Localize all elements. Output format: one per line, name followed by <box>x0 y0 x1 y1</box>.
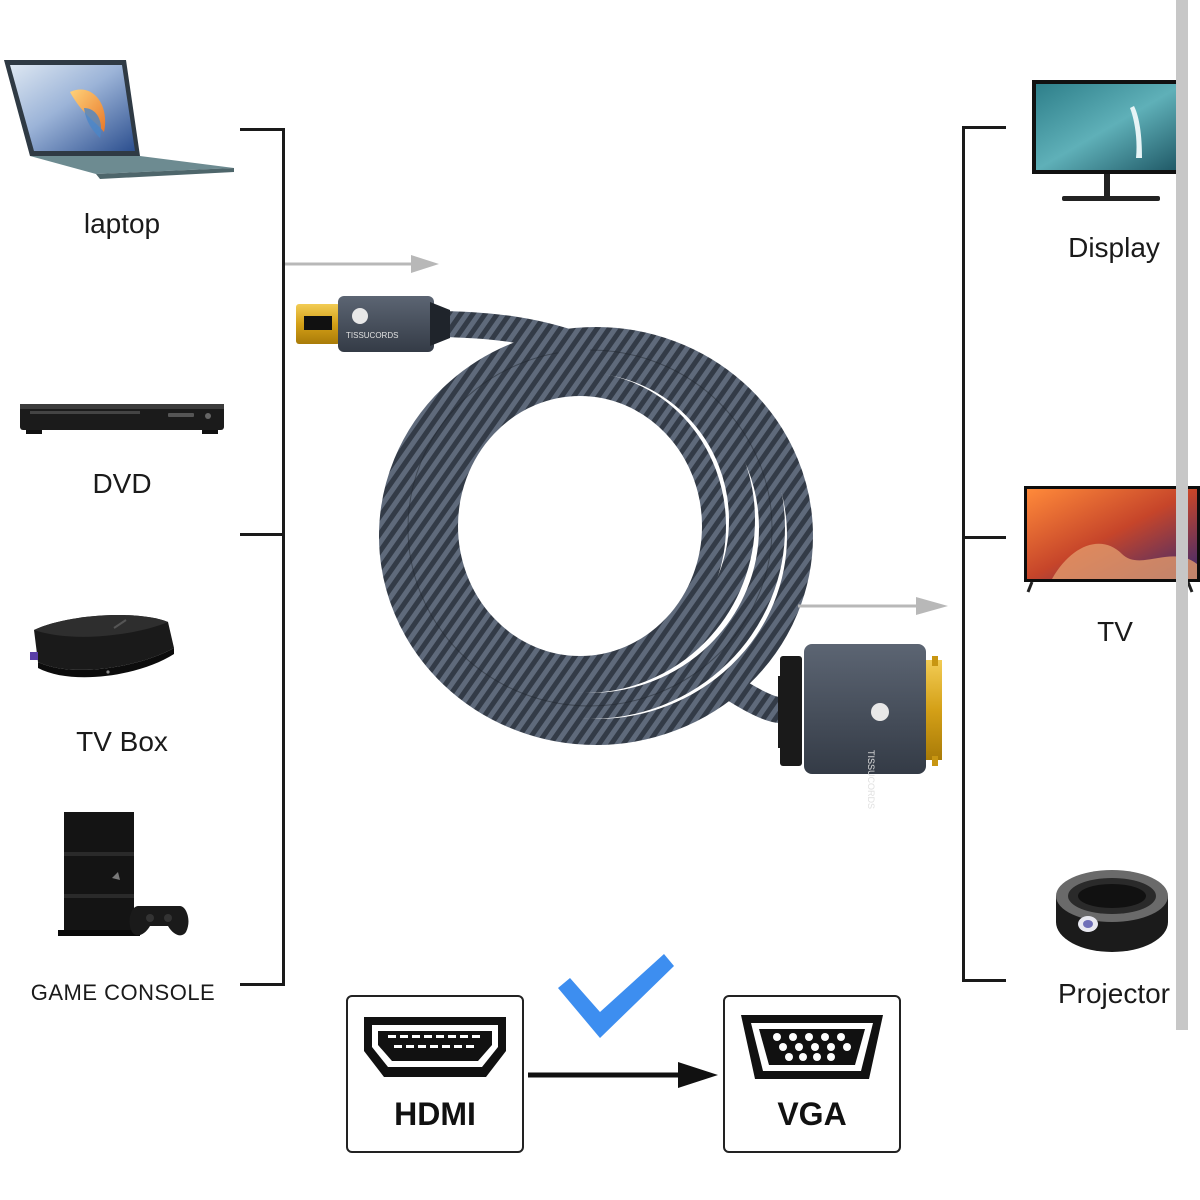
output-label-projector: Projector <box>1057 978 1171 1009</box>
cable-coil-icon: TISSUCORDS TISSUCORDS <box>296 296 942 809</box>
output-label-display: Display <box>1068 232 1160 263</box>
hdmi-label: HDMI <box>394 1096 476 1132</box>
source-bracket-tick-bottom <box>240 983 285 986</box>
arrow-right-icon <box>528 1062 718 1088</box>
hdmi-port-box: HDMI <box>346 995 524 1153</box>
page-edge-bar <box>1176 0 1188 1030</box>
game-console-icon <box>58 812 189 936</box>
output-bracket-tick-mid <box>962 536 1006 539</box>
output-bracket-vertical <box>962 126 965 982</box>
vga-label: VGA <box>777 1096 847 1132</box>
source-bracket-tick-mid <box>240 533 285 536</box>
hdmi-plug: TISSUCORDS <box>296 296 450 352</box>
projector-icon <box>1056 870 1168 952</box>
checkmark-icon <box>558 954 674 1038</box>
vga-port-box: VGA <box>723 995 901 1153</box>
input-arrow-icon <box>285 255 439 273</box>
vga-plug: TISSUCORDS <box>778 644 942 809</box>
tv-box-icon <box>30 615 174 678</box>
vga-connector-icon <box>741 1015 883 1079</box>
output-arrow-icon <box>798 597 948 615</box>
monitor-icon <box>1032 80 1188 201</box>
hdmi-connector-icon <box>364 1017 506 1077</box>
source-label-tvbox: TV Box <box>76 726 168 757</box>
source-bracket-vertical <box>282 128 285 986</box>
brand-text-hdmi: TISSUCORDS <box>346 331 398 340</box>
dvd-player-icon <box>20 404 224 434</box>
tv-icon <box>1024 486 1200 593</box>
output-bracket-tick-bottom <box>962 979 1006 982</box>
source-label-laptop: laptop <box>83 208 161 239</box>
laptop-icon <box>4 60 234 179</box>
source-bracket-tick-top <box>240 128 285 131</box>
brand-text-vga: TISSUCORDS <box>866 750 876 809</box>
output-bracket-tick-top <box>962 126 1006 129</box>
source-label-dvd: DVD <box>92 468 152 499</box>
source-label-game-console: GAME CONSOLE <box>30 980 216 1005</box>
output-label-tv: TV <box>1097 616 1133 647</box>
